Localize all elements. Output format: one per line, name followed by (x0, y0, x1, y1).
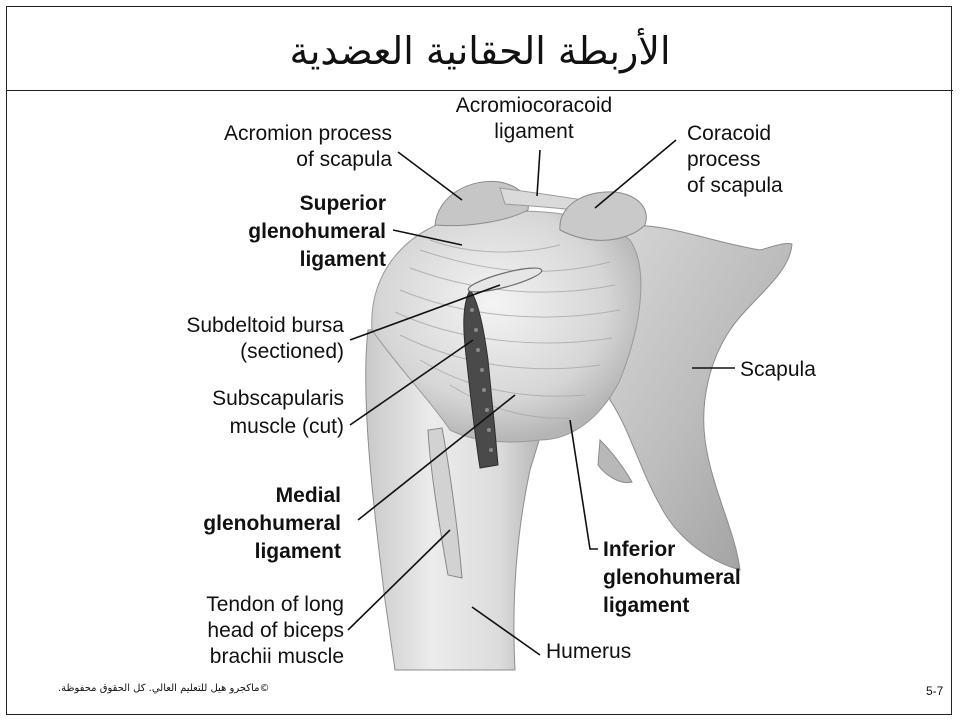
label-inferior-3: ligament (603, 594, 689, 617)
label-acromion-2: of scapula (296, 148, 392, 171)
label-acromion-1: Acromion process (224, 122, 392, 145)
label-acromiocoracoid-1: Acromiocoracoid (456, 94, 612, 117)
label-coracoid-2: process (687, 148, 761, 171)
page-number: 5-7 (926, 684, 943, 698)
copyright-notice: ©ماكجرو هيل للتعليم العالي. كل الحقوق مح… (58, 683, 269, 694)
scapula-lower-process (598, 440, 632, 483)
label-subscapularis-2: muscle (cut) (230, 415, 344, 438)
label-tendon-1: Tendon of long (206, 593, 344, 616)
label-humerus: Humerus (546, 640, 631, 663)
label-superior-3: ligament (300, 248, 386, 271)
label-inferior-1: Inferior (603, 538, 675, 561)
label-coracoid-1: Coracoid (687, 122, 771, 145)
label-coracoid-3: of scapula (687, 174, 783, 197)
label-subdeltoid-2: (sectioned) (240, 340, 344, 363)
label-tendon-2: head of biceps (207, 619, 344, 642)
label-acromiocoracoid-2: ligament (494, 120, 574, 143)
label-inferior-2: glenohumeral (603, 566, 741, 589)
label-superior-2: glenohumeral (248, 220, 386, 243)
label-scapula: Scapula (740, 358, 816, 381)
label-subscapularis-1: Subscapularis (212, 387, 344, 410)
label-medial-2: glenohumeral (203, 512, 341, 535)
label-medial-3: ligament (255, 540, 341, 563)
label-medial-1: Medial (276, 484, 341, 507)
label-superior-1: Superior (300, 192, 386, 215)
label-subdeltoid-1: Subdeltoid bursa (186, 314, 344, 337)
label-tendon-3: brachii muscle (210, 645, 344, 668)
